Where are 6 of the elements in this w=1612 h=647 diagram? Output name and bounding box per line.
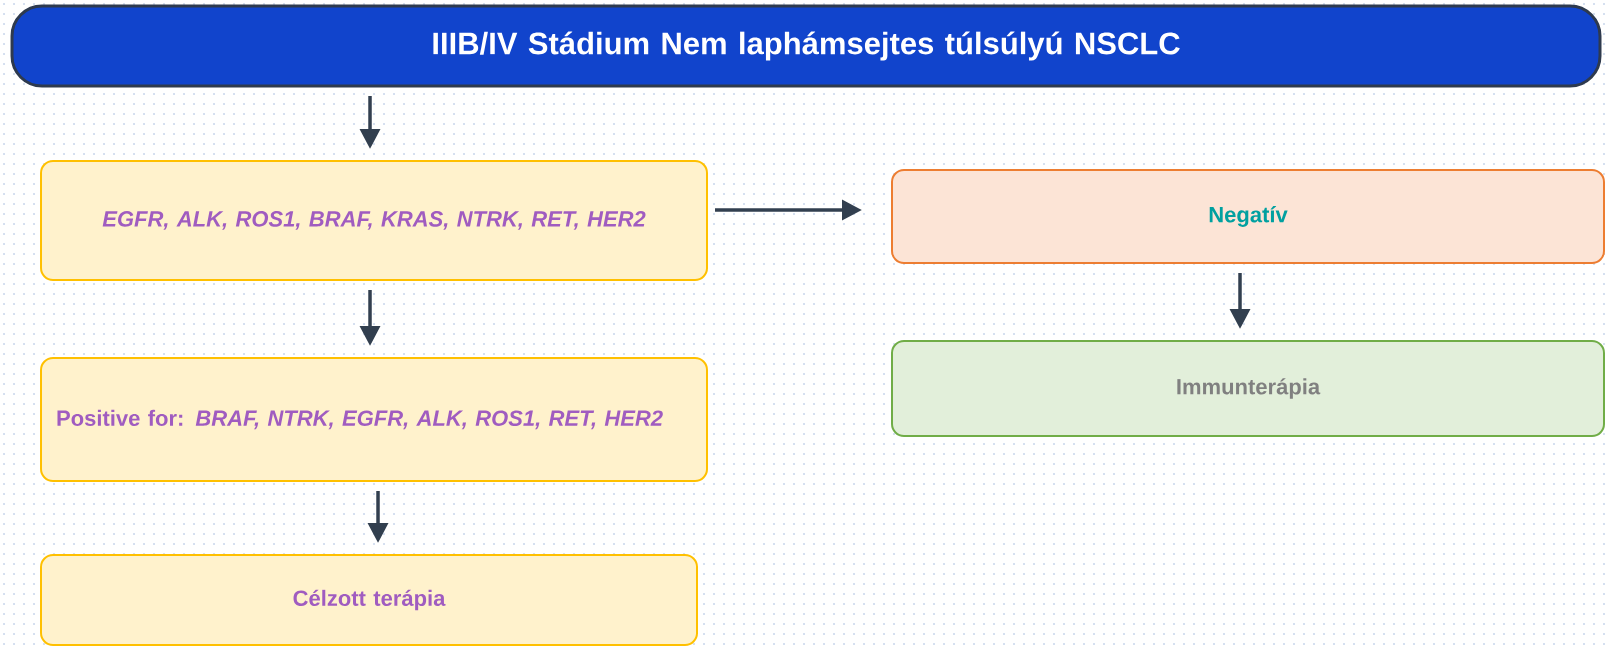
process-box: Positive for: BRAF, NTRK, EGFR, ALK, ROS1, RET, HER2 (40, 357, 708, 482)
process-box: Célzott terápia (40, 554, 698, 646)
process-box: Immunterápia (891, 340, 1605, 437)
process-box: Negatív (891, 169, 1605, 264)
process-box: EGFR, ALK, ROS1, BRAF, KRAS, NTRK, RET, HER2 (40, 160, 708, 281)
title-banner: IIIB/IV Stádium Nem laphámsejtes túlsúlyú NSCLC (10, 4, 1602, 88)
